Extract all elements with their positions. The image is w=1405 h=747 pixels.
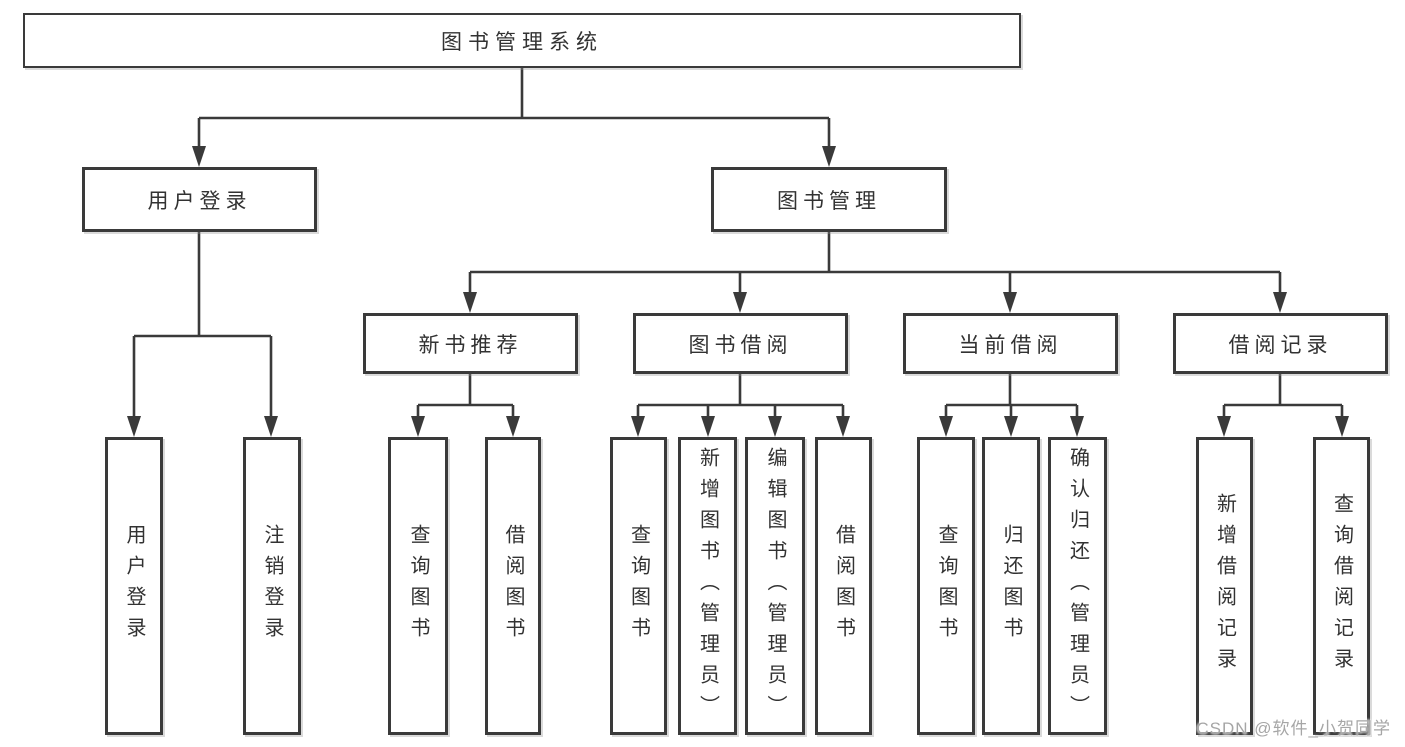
arrowhead-icon	[836, 416, 850, 437]
arrowhead-icon	[1003, 292, 1017, 313]
node-label: 图书管理系统	[441, 30, 603, 54]
node-leaf-user-login: 用户登录	[105, 437, 163, 735]
node-leaf-add-books-admin: 新增图书（管理员）	[678, 437, 737, 735]
arrowhead-icon	[1217, 416, 1231, 437]
arrowhead-icon	[506, 416, 520, 437]
node-label: 查询图书	[407, 524, 429, 648]
connector-borrowing-records-children	[1222, 374, 1344, 420]
arrowhead-icon	[192, 146, 206, 167]
node-label: 图书管理	[777, 189, 881, 213]
arrowheads	[127, 146, 1349, 437]
arrowhead-icon	[1070, 416, 1084, 437]
node-leaf-logout: 注销登录	[243, 437, 301, 735]
arrowhead-icon	[1335, 416, 1349, 437]
node-leaf-search-books-borrowing: 查询图书	[610, 437, 667, 735]
node-borrowing-records: 借阅记录	[1173, 313, 1388, 374]
node-new-book-recommendation: 新书推荐	[363, 313, 578, 374]
node-leaf-confirm-return-admin: 确认归还（管理员）	[1048, 437, 1107, 735]
node-label: 用户登录	[147, 189, 252, 213]
arrowhead-icon	[1273, 292, 1287, 313]
arrowhead-icon	[463, 292, 477, 313]
node-label: 编辑图书（管理员）	[764, 446, 786, 726]
arrowhead-icon	[701, 416, 715, 437]
arrowhead-icon	[631, 416, 645, 437]
connector-lines	[132, 68, 1344, 420]
node-leaf-edit-books-admin: 编辑图书（管理员）	[745, 437, 805, 735]
node-label: 新增图书（管理员）	[696, 446, 719, 726]
node-book-management-system: 图书管理系统	[23, 13, 1021, 68]
arrowhead-icon	[733, 292, 747, 313]
arrowhead-icon	[822, 146, 836, 167]
node-label: 新增借阅记录	[1213, 493, 1236, 679]
node-label: 图书借阅	[688, 333, 793, 357]
node-label: 确认归还（管理员）	[1066, 446, 1089, 726]
node-label: 新书推荐	[418, 333, 523, 357]
node-user-login: 用户登录	[82, 167, 317, 232]
node-leaf-search-books-current: 查询图书	[917, 437, 975, 735]
connector-current-borrowing-children	[944, 374, 1079, 420]
connector-book-borrowing-children	[636, 374, 845, 420]
watermark-text: CSDN @软件_小贺同学	[1196, 719, 1391, 738]
node-leaf-borrow-books: 借阅图书	[815, 437, 872, 735]
node-leaf-add-borrow-record: 新增借阅记录	[1196, 437, 1253, 735]
connector-book-management-children	[468, 232, 1282, 296]
node-label: 用户登录	[123, 524, 145, 648]
connector-new-book-children	[416, 374, 515, 420]
node-leaf-borrow-books-recommend: 借阅图书	[485, 437, 541, 735]
node-book-management: 图书管理	[711, 167, 947, 232]
node-leaf-search-books-recommend: 查询图书	[388, 437, 448, 735]
node-label: 注销登录	[261, 524, 283, 648]
arrowhead-icon	[939, 416, 953, 437]
node-label: 借阅图书	[502, 524, 524, 648]
arrowhead-icon	[768, 416, 782, 437]
node-label: 借阅图书	[832, 524, 855, 648]
arrowhead-icon	[127, 416, 141, 437]
node-book-borrowing: 图书借阅	[633, 313, 848, 374]
node-label: 当前借阅	[958, 333, 1063, 357]
node-label: 借阅记录	[1228, 333, 1333, 357]
node-leaf-search-borrow-record: 查询借阅记录	[1313, 437, 1370, 735]
node-label: 查询图书	[627, 524, 650, 648]
node-label: 归还图书	[1000, 524, 1022, 648]
connector-root-to-level2	[197, 68, 831, 150]
node-label: 查询借阅记录	[1330, 493, 1353, 679]
arrowhead-icon	[411, 416, 425, 437]
node-leaf-return-books: 归还图书	[982, 437, 1040, 735]
arrowhead-icon	[1004, 416, 1018, 437]
node-label: 查询图书	[935, 524, 957, 648]
connector-user-login-children	[132, 232, 273, 420]
arrowhead-icon	[264, 416, 278, 437]
node-current-borrowing: 当前借阅	[903, 313, 1118, 374]
